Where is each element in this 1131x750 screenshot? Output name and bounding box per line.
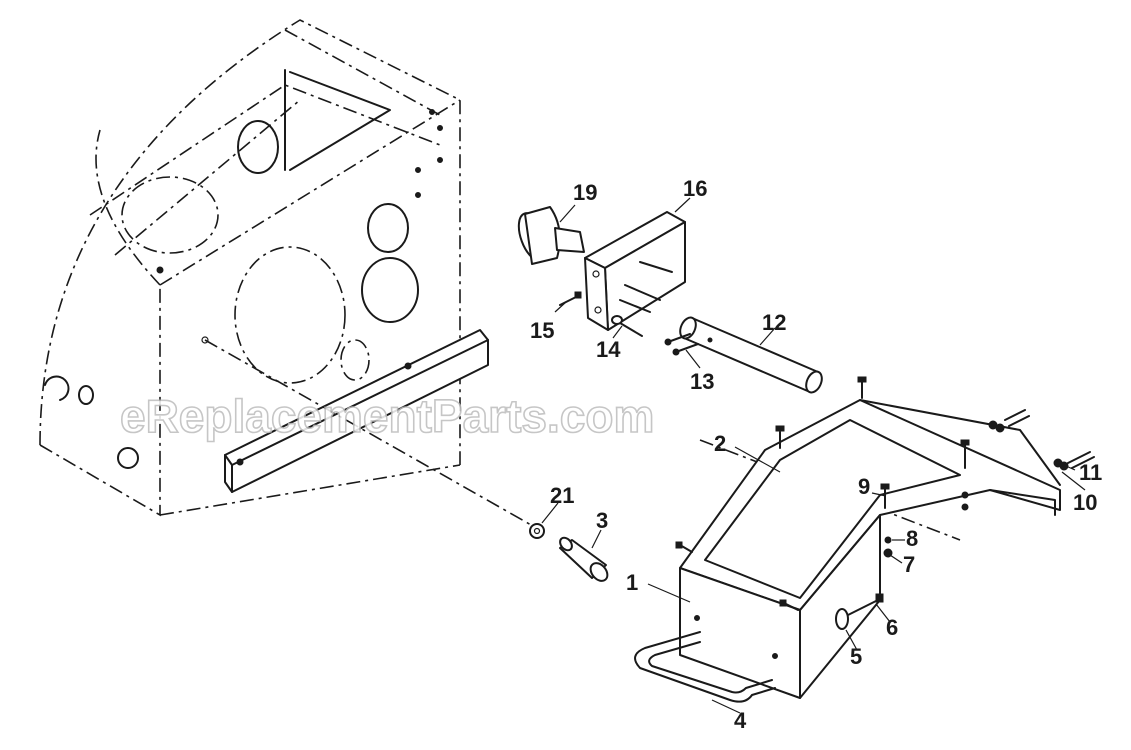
- part-3-pin: [559, 536, 609, 582]
- callout-7: 7: [903, 552, 915, 577]
- callout-15: 15: [530, 318, 554, 343]
- part-10-washers: [988, 420, 1069, 471]
- part-6-bolt: [847, 593, 884, 616]
- callout-8: 8: [906, 526, 918, 551]
- callout-4: 4: [734, 708, 747, 733]
- callout-12: 12: [762, 310, 786, 335]
- gearbox-housing: [39, 19, 489, 517]
- part-12-shaft: [679, 316, 823, 394]
- callout-10: 10: [1073, 490, 1097, 515]
- watermark: eReplacementParts.com: [120, 390, 654, 442]
- part-21-washer: [529, 523, 545, 539]
- callout-5: 5: [850, 644, 862, 669]
- part-19-knob: [517, 206, 585, 265]
- part-5-washer: [835, 608, 849, 630]
- part-11-bolts: [1004, 409, 1095, 469]
- callout-11: 11: [1079, 460, 1102, 485]
- part-15-screw: [559, 291, 582, 306]
- callout-13: 13: [690, 369, 714, 394]
- leader-lines: [541, 197, 1086, 714]
- callout-16: 16: [683, 176, 707, 201]
- part-14-screw: [611, 315, 643, 337]
- callout-3: 3: [596, 508, 608, 533]
- callout-1: 1: [626, 570, 638, 595]
- part-4-handle: [634, 631, 776, 703]
- callout-labels: 19 16 15 14 12 13 2 9 11 10 8 7 6 5 1 4 …: [530, 176, 1102, 733]
- part-13-screws: [664, 333, 699, 356]
- part-16-mounting-plate: [584, 211, 686, 331]
- callout-2: 2: [714, 431, 726, 456]
- part-2-guard-cover: [675, 376, 1061, 699]
- part-8-washer: [884, 536, 892, 544]
- callout-21: 21: [550, 483, 574, 508]
- callout-9: 9: [858, 474, 870, 499]
- centerline: [204, 339, 541, 531]
- callout-19: 19: [573, 180, 597, 205]
- callout-6: 6: [886, 615, 898, 640]
- callout-14: 14: [596, 337, 621, 362]
